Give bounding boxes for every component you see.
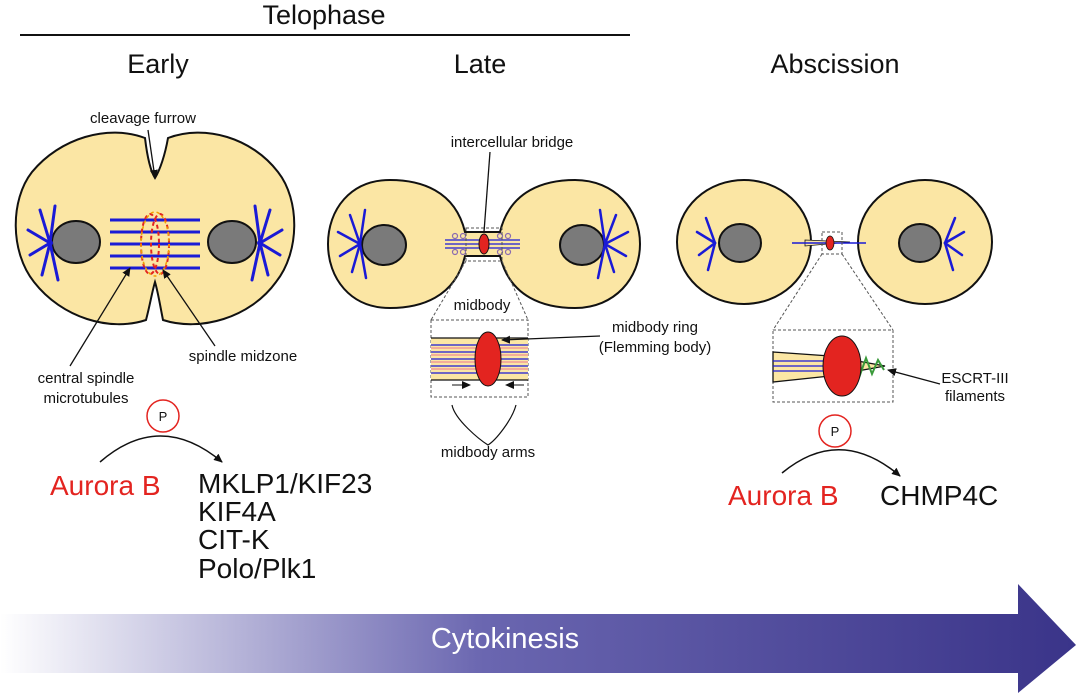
astral-microtubules-right: [250, 204, 284, 282]
abscission-zoom-box: [772, 329, 894, 403]
astral-microtubules-left: [26, 204, 60, 282]
central-spindle-label-line2: microtubules: [43, 390, 128, 407]
phospho-p-early: P: [159, 409, 168, 424]
midbody-ring-label-line1: midbody ring: [612, 319, 698, 336]
substrate-kif4a: KIF4A: [198, 496, 276, 527]
midbody-ring-pointer: [501, 335, 601, 344]
abscission-midbody-ring: [822, 335, 862, 397]
midbody-ring-large: [474, 331, 502, 387]
phospho-circle-abscission: [818, 414, 852, 448]
substrate-plk1: Polo/Plk1: [198, 553, 316, 584]
escrt-label-line2: filaments: [945, 388, 1005, 405]
cytokinesis-label: Cytokinesis: [431, 623, 579, 655]
midbody-ring-label-line2: (Flemming body): [599, 339, 712, 356]
midbody-ring-small: [478, 233, 490, 255]
intercellular-bridge-label: intercellular bridge: [451, 134, 574, 151]
cleavage-furrow-label: cleavage furrow: [90, 110, 196, 127]
spindle-midzone-label: spindle midzone: [189, 348, 297, 365]
stage-early-label: Early: [127, 49, 189, 79]
substrate-mklp1: MKLP1/KIF23: [198, 468, 372, 499]
stage-late-label: Late: [454, 49, 507, 79]
midbody-label: midbody: [454, 297, 511, 314]
late-telophase-cells: [326, 178, 642, 321]
early-telophase-cell: [14, 131, 296, 326]
spindle-midzone-pointer: [162, 269, 216, 347]
phosphorylation-arrow-early: [99, 435, 223, 463]
intercellular-bridge-pointer: [483, 151, 491, 233]
escrt-pointer: [887, 368, 941, 385]
midbody-arms-label: midbody arms: [441, 444, 535, 461]
midbody-arms-bracket: [451, 404, 517, 446]
abscission-cells: [676, 179, 993, 331]
late-nucleus-right: [559, 224, 605, 266]
central-spindle-label-line1: central spindle: [38, 370, 135, 387]
late-nucleus-left: [361, 224, 407, 266]
central-spindle-pointer: [69, 267, 131, 367]
midbody-zoom-box: [430, 319, 529, 398]
cytokinesis-arrow: [0, 584, 1076, 693]
cleavage-furrow-pointer: [147, 129, 158, 179]
phospho-circle-early: [146, 399, 180, 433]
substrate-citk: CIT-K: [198, 524, 270, 555]
telophase-title: Telophase: [262, 0, 385, 30]
phosphorylation-arrow-abscission: [781, 449, 901, 477]
aurora-b-abscission: Aurora B: [728, 480, 839, 511]
nucleus-right: [207, 220, 257, 264]
substrate-chmp4c: CHMP4C: [880, 480, 998, 511]
phospho-p-abscission: P: [831, 424, 840, 439]
aurora-b-early: Aurora B: [50, 470, 161, 501]
nucleus-left: [51, 220, 101, 264]
escrt-label-line1: ESCRT-III: [941, 370, 1008, 387]
stage-abscission-label: Abscission: [770, 49, 899, 79]
